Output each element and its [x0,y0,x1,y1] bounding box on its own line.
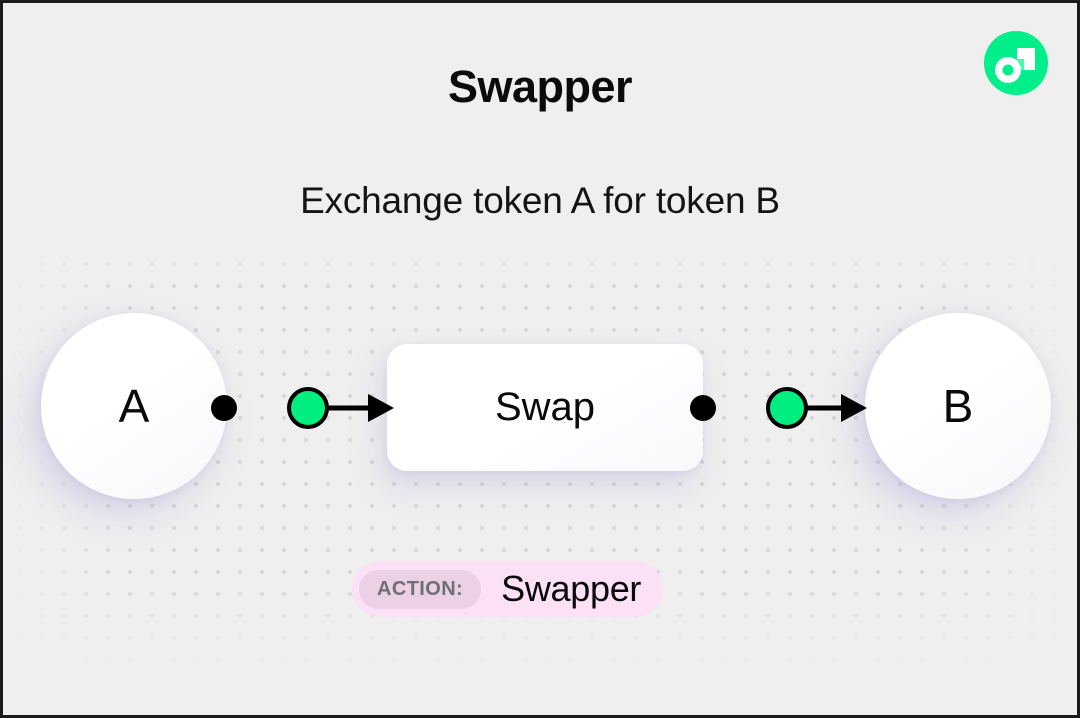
action-badge-value: Swapper [501,568,642,609]
connector-source-dot [211,395,237,421]
connector-a-to-swap [208,387,394,429]
connector-green-node [287,387,329,429]
arrow-right-icon [841,394,867,422]
swap-process-node[interactable]: Swap [387,344,703,471]
status-badge: ACTION: Swapper [352,561,664,617]
token-a-label: A [118,380,150,432]
swap-process-label: Swap [494,385,596,429]
action-badge-label: ACTION: [359,569,482,609]
connector-green-node [766,387,808,429]
token-a-node[interactable]: A [41,313,227,499]
token-b-label: B [942,380,974,432]
connector-swap-to-b [689,387,867,429]
flow-logo-icon [984,31,1048,95]
arrow-right-icon [368,394,394,422]
connector-source-dot [690,395,716,421]
diagram-canvas: Swapper Exchange token A for token B A S… [3,3,1077,715]
page-subtitle: Exchange token A for token B [300,180,780,221]
token-b-node[interactable]: B [865,313,1051,499]
page-title: Swapper [447,61,633,112]
